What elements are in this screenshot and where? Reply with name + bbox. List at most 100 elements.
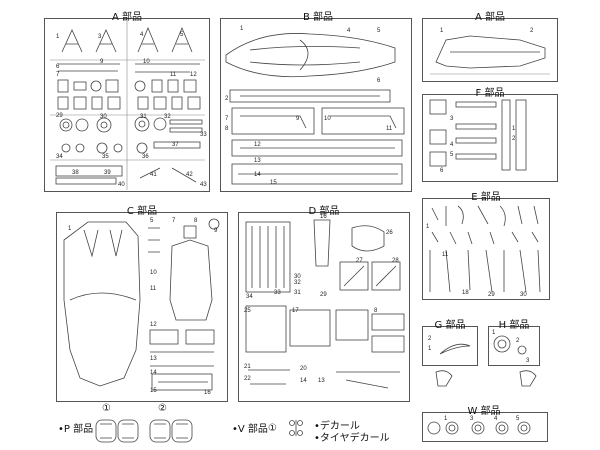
svg-text:22: 22 bbox=[244, 376, 251, 382]
svg-text:7: 7 bbox=[56, 72, 60, 78]
svg-text:6: 6 bbox=[377, 78, 381, 84]
svg-text:11: 11 bbox=[170, 72, 177, 78]
svg-text:16: 16 bbox=[320, 214, 327, 220]
circled-number-1: ① bbox=[102, 403, 111, 414]
svg-text:36: 36 bbox=[142, 154, 149, 160]
svg-text:8: 8 bbox=[194, 218, 198, 224]
svg-text:28: 28 bbox=[392, 258, 399, 264]
svg-text:32: 32 bbox=[164, 114, 171, 120]
svg-text:5: 5 bbox=[180, 32, 184, 38]
svg-text:29: 29 bbox=[488, 292, 495, 298]
svg-text:42: 42 bbox=[186, 172, 193, 178]
svg-text:30: 30 bbox=[100, 114, 107, 120]
svg-text:8: 8 bbox=[225, 126, 229, 132]
svg-text:1: 1 bbox=[240, 26, 244, 32]
sprue-a-right-label: A 部品 bbox=[474, 12, 506, 23]
svg-text:15: 15 bbox=[150, 388, 157, 394]
sprue-b-label: B 部品 bbox=[302, 12, 334, 23]
svg-text:8: 8 bbox=[374, 308, 378, 314]
svg-text:5: 5 bbox=[150, 218, 154, 224]
svg-text:14: 14 bbox=[254, 172, 261, 178]
sprue-a-left-label: A 部品 bbox=[111, 12, 143, 23]
v-parts-label: •V 部品 bbox=[232, 424, 268, 435]
svg-text:1: 1 bbox=[440, 28, 444, 34]
svg-text:2: 2 bbox=[428, 336, 432, 342]
svg-text:29: 29 bbox=[320, 292, 327, 298]
svg-text:26: 26 bbox=[386, 230, 393, 236]
svg-text:40: 40 bbox=[118, 182, 125, 188]
svg-text:5: 5 bbox=[377, 28, 381, 34]
svg-text:3: 3 bbox=[450, 116, 454, 122]
svg-text:13: 13 bbox=[254, 158, 261, 164]
svg-text:38: 38 bbox=[72, 170, 79, 176]
svg-text:11: 11 bbox=[150, 286, 157, 292]
sprue-d-label: D 部品 bbox=[308, 206, 340, 217]
tire-decal-label: •タイヤデカール bbox=[314, 433, 390, 444]
svg-text:37: 37 bbox=[172, 142, 179, 148]
sprue-g-label: G 部品 bbox=[434, 320, 466, 331]
svg-text:20: 20 bbox=[300, 366, 307, 372]
svg-text:34: 34 bbox=[56, 154, 63, 160]
body-cowl bbox=[225, 33, 396, 103]
sprue-h-label: H 部品 bbox=[498, 320, 530, 331]
svg-text:9: 9 bbox=[214, 228, 218, 234]
svg-text:5: 5 bbox=[450, 152, 454, 158]
sprue-c-label: C 部品 bbox=[126, 206, 158, 217]
svg-text:1: 1 bbox=[428, 346, 432, 352]
svg-text:3: 3 bbox=[98, 34, 102, 40]
svg-text:2: 2 bbox=[516, 338, 520, 344]
svg-text:15: 15 bbox=[270, 180, 277, 186]
svg-text:4: 4 bbox=[140, 32, 144, 38]
svg-text:2: 2 bbox=[225, 96, 229, 102]
svg-text:12: 12 bbox=[254, 142, 261, 148]
svg-text:41: 41 bbox=[150, 172, 157, 178]
svg-text:27: 27 bbox=[356, 258, 363, 264]
svg-text:11: 11 bbox=[442, 252, 449, 258]
small-parts-row bbox=[57, 79, 201, 110]
svg-text:7: 7 bbox=[225, 116, 229, 122]
svg-text:6: 6 bbox=[440, 168, 444, 174]
sprue-e-label: E 部品 bbox=[471, 192, 501, 203]
svg-text:1: 1 bbox=[492, 330, 496, 336]
svg-text:39: 39 bbox=[104, 170, 111, 176]
svg-text:3: 3 bbox=[526, 358, 530, 364]
svg-text:7: 7 bbox=[172, 218, 176, 224]
decal-label: •デカール bbox=[314, 421, 360, 432]
svg-text:32: 32 bbox=[294, 280, 301, 286]
sprue-f-label: F 部品 bbox=[475, 88, 505, 99]
svg-text:10: 10 bbox=[143, 59, 150, 65]
undertray bbox=[63, 221, 141, 387]
svg-text:4: 4 bbox=[347, 28, 351, 34]
svg-text:12: 12 bbox=[190, 72, 197, 78]
svg-text:1: 1 bbox=[444, 416, 448, 422]
svg-text:1: 1 bbox=[426, 224, 430, 230]
svg-text:4: 4 bbox=[494, 416, 498, 422]
svg-text:30: 30 bbox=[520, 292, 527, 298]
svg-text:29: 29 bbox=[56, 113, 63, 119]
svg-text:34: 34 bbox=[246, 294, 253, 300]
svg-text:35: 35 bbox=[102, 154, 109, 160]
svg-text:10: 10 bbox=[150, 270, 157, 276]
sprue-w-label: W 部品 bbox=[467, 406, 501, 417]
svg-text:14: 14 bbox=[150, 370, 157, 376]
p-parts-label: •P 部品 bbox=[58, 424, 94, 435]
svg-text:18: 18 bbox=[462, 290, 469, 296]
svg-text:9: 9 bbox=[100, 59, 104, 65]
svg-text:2: 2 bbox=[530, 28, 534, 34]
svg-text:6: 6 bbox=[56, 64, 60, 70]
svg-text:13: 13 bbox=[150, 356, 157, 362]
svg-text:14: 14 bbox=[300, 378, 307, 384]
svg-text:2: 2 bbox=[512, 136, 516, 142]
svg-text:3: 3 bbox=[470, 416, 474, 422]
